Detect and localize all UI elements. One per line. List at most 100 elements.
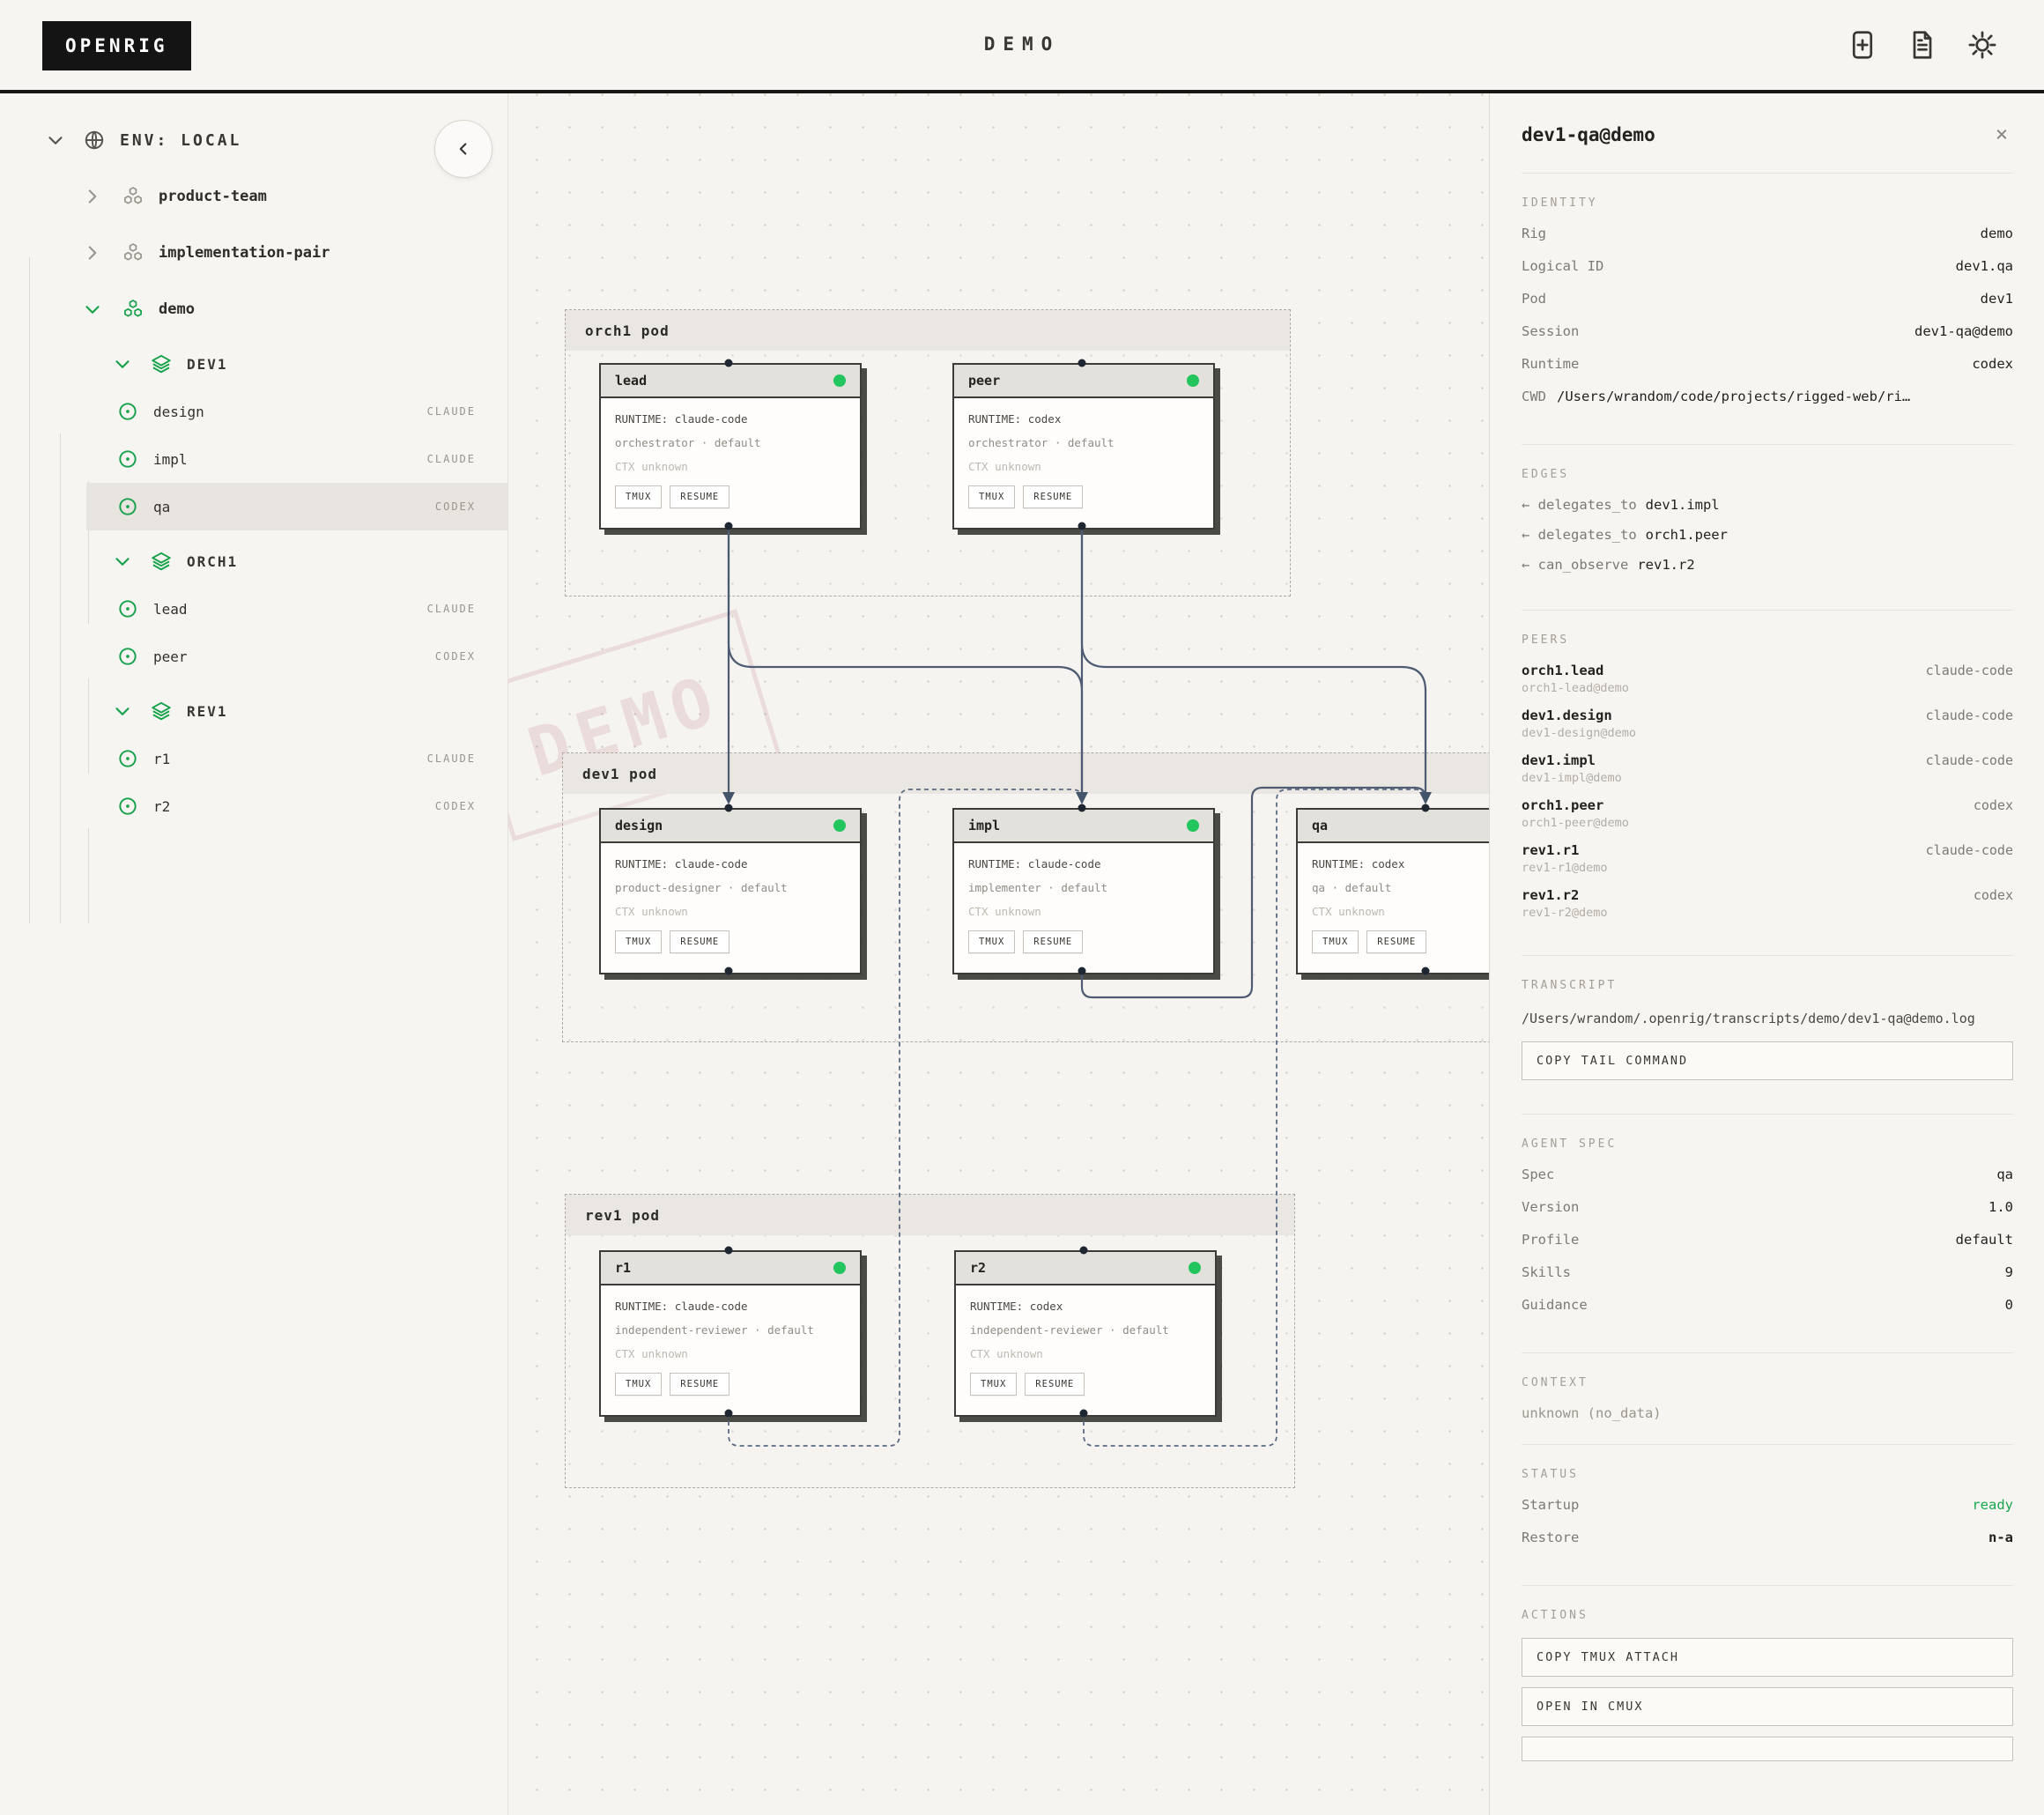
pod-header[interactable]: orch1 pod [566,310,1290,351]
resume-button[interactable]: RESUME [670,485,730,508]
kv-row: Session dev1-qa@demo [1522,323,2013,339]
tmux-button[interactable]: TMUX [968,930,1016,953]
context-section: CONTEXT unknown (no_data) [1522,1353,2013,1445]
sidebar-item[interactable]: r1 CLAUDE [0,735,507,782]
sidebar-item[interactable]: r2 CODEX [0,782,507,830]
agent-ctx: CTX unknown [615,460,688,473]
agent-card[interactable]: r2 RUNTIME: codex independent-reviewer ·… [954,1250,1217,1417]
sidebar-item-label: lead [153,600,188,618]
transcript-path: /Users/wrandom/.openrig/transcripts/demo… [1522,1011,1975,1026]
document-icon[interactable] [1907,29,1938,61]
cubes-icon [122,241,144,264]
sidebar-item-label: ORCH1 [187,552,239,570]
sidebar-item-label: r1 [153,750,171,767]
sidebar-item-label: demo [159,300,195,318]
tmux-button[interactable]: TMUX [968,485,1016,508]
chev-down-icon[interactable] [111,700,134,722]
sidebar-item[interactable]: DEV1 [0,340,507,388]
tmux-button[interactable]: TMUX [615,485,663,508]
close-icon[interactable]: × [1995,122,2009,146]
agent-card[interactable]: design RUNTIME: claude-code product-desi… [599,808,862,974]
resume-button[interactable]: RESUME [1366,930,1427,953]
agent-card-titlebar[interactable]: design [601,810,860,843]
agent-card[interactable]: peer RUNTIME: codex orchestrator · defau… [952,363,1215,530]
agent-icon [116,495,139,518]
peer-row[interactable]: dev1.impl claude-code dev1-impl@demo [1522,752,2013,785]
agent-runtime: RUNTIME: codex [970,1300,1063,1313]
section-label: PEERS [1522,633,1570,647]
sidebar-item-label: peer [153,648,188,665]
tmux-button[interactable]: TMUX [970,1373,1018,1396]
sidebar-item[interactable]: qa CODEX [86,483,507,530]
agent-icon [116,597,139,620]
tmux-button[interactable]: TMUX [615,930,663,953]
runtime-tag: CLAUDE [426,453,476,465]
sidebar-item[interactable]: ENV: LOCAL [0,116,507,164]
kv-row: Startup ready [1522,1497,2013,1513]
sidebar-item[interactable]: product-team [0,173,507,220]
kv-row: Skills 9 [1522,1264,2013,1280]
peer-row[interactable]: orch1.peer codex orch1-peer@demo [1522,797,2013,830]
peer-row[interactable]: orch1.lead claude-code orch1-lead@demo [1522,663,2013,695]
status-dot [833,819,846,832]
chev-down-icon[interactable] [44,129,67,152]
resume-button[interactable]: RESUME [670,1373,730,1396]
agent-card-titlebar[interactable]: r2 [956,1252,1215,1285]
resume-button[interactable]: RESUME [670,930,730,953]
agent-card-titlebar[interactable]: peer [954,365,1213,398]
chev-right-icon[interactable] [81,241,104,264]
tmux-button[interactable]: TMUX [615,1373,663,1396]
runtime-tag: CODEX [434,650,476,663]
agent-spec-line: independent-reviewer · default [615,1323,814,1337]
sidebar-item[interactable]: demo [0,285,507,333]
resume-button[interactable]: RESUME [1023,930,1084,953]
sidebar-item-label: REV1 [187,702,228,720]
action-button[interactable] [1522,1737,2013,1761]
sidebar-item[interactable]: peer CODEX [0,633,507,680]
runtime-tag: CLAUDE [426,405,476,418]
sidebar-item-label: product-team [159,188,267,205]
chev-down-icon[interactable] [111,550,134,573]
agent-card[interactable]: impl RUNTIME: claude-code implementer · … [952,808,1215,974]
peer-row[interactable]: dev1.design claude-code dev1-design@demo [1522,707,2013,740]
copy-tail-command-button[interactable]: COPY TAIL COMMAND [1522,1041,2013,1080]
action-button[interactable]: COPY TMUX ATTACH [1522,1638,2013,1677]
agent-card[interactable]: lead RUNTIME: claude-code orchestrator ·… [599,363,862,530]
sidebar-item[interactable]: ORCH1 [0,537,507,585]
action-button[interactable]: OPEN IN CMUX [1522,1687,2013,1726]
settings-icon[interactable] [1966,29,1998,61]
sidebar-item[interactable]: design CLAUDE [0,388,507,435]
globe-icon [83,129,106,152]
tree-guide [88,828,89,923]
agent-card-titlebar[interactable]: r1 [601,1252,860,1285]
agent-icon [116,448,139,470]
chev-right-icon[interactable] [81,185,104,208]
agent-card-titlebar[interactable]: impl [954,810,1213,843]
detail-panel: dev1-qa@demo × IDENTITY Rig demo Logical… [1489,93,2044,1815]
sidebar-item[interactable]: lead CLAUDE [0,585,507,633]
tmux-button[interactable]: TMUX [1312,930,1359,953]
chevron-left-icon [454,139,473,159]
chev-down-icon[interactable] [81,298,104,321]
agent-runtime: RUNTIME: codex [968,412,1062,426]
chev-down-icon[interactable] [111,352,134,375]
graph-canvas[interactable]: DEMO orch1 pod dev1 pod rev1 pod [508,93,2044,1815]
resume-button[interactable]: RESUME [1025,1373,1085,1396]
sidebar-item[interactable]: REV1 [0,687,507,735]
agent-runtime: RUNTIME: claude-code [615,412,748,426]
pod-header[interactable]: rev1 pod [566,1195,1294,1235]
section-label: CONTEXT [1522,1376,1589,1389]
add-icon[interactable] [1847,29,1878,61]
agent-spec-line: independent-reviewer · default [970,1323,1169,1337]
agent-icon [116,400,139,423]
resume-button[interactable]: RESUME [1023,485,1084,508]
sidebar-item[interactable]: impl CLAUDE [0,435,507,483]
agent-card[interactable]: r1 RUNTIME: claude-code independent-revi… [599,1250,862,1417]
agent-card-titlebar[interactable]: lead [601,365,860,398]
sidebar-item[interactable]: implementation-pair [0,229,507,277]
actions-section: ACTIONS COPY TMUX ATTACH OPEN IN CMUX [1522,1586,2013,1795]
sidebar-collapse-button[interactable] [434,120,492,178]
sidebar-item-label: qa [153,498,171,515]
peer-row[interactable]: rev1.r2 codex rev1-r2@demo [1522,887,2013,920]
peer-row[interactable]: rev1.r1 claude-code rev1-r1@demo [1522,842,2013,875]
